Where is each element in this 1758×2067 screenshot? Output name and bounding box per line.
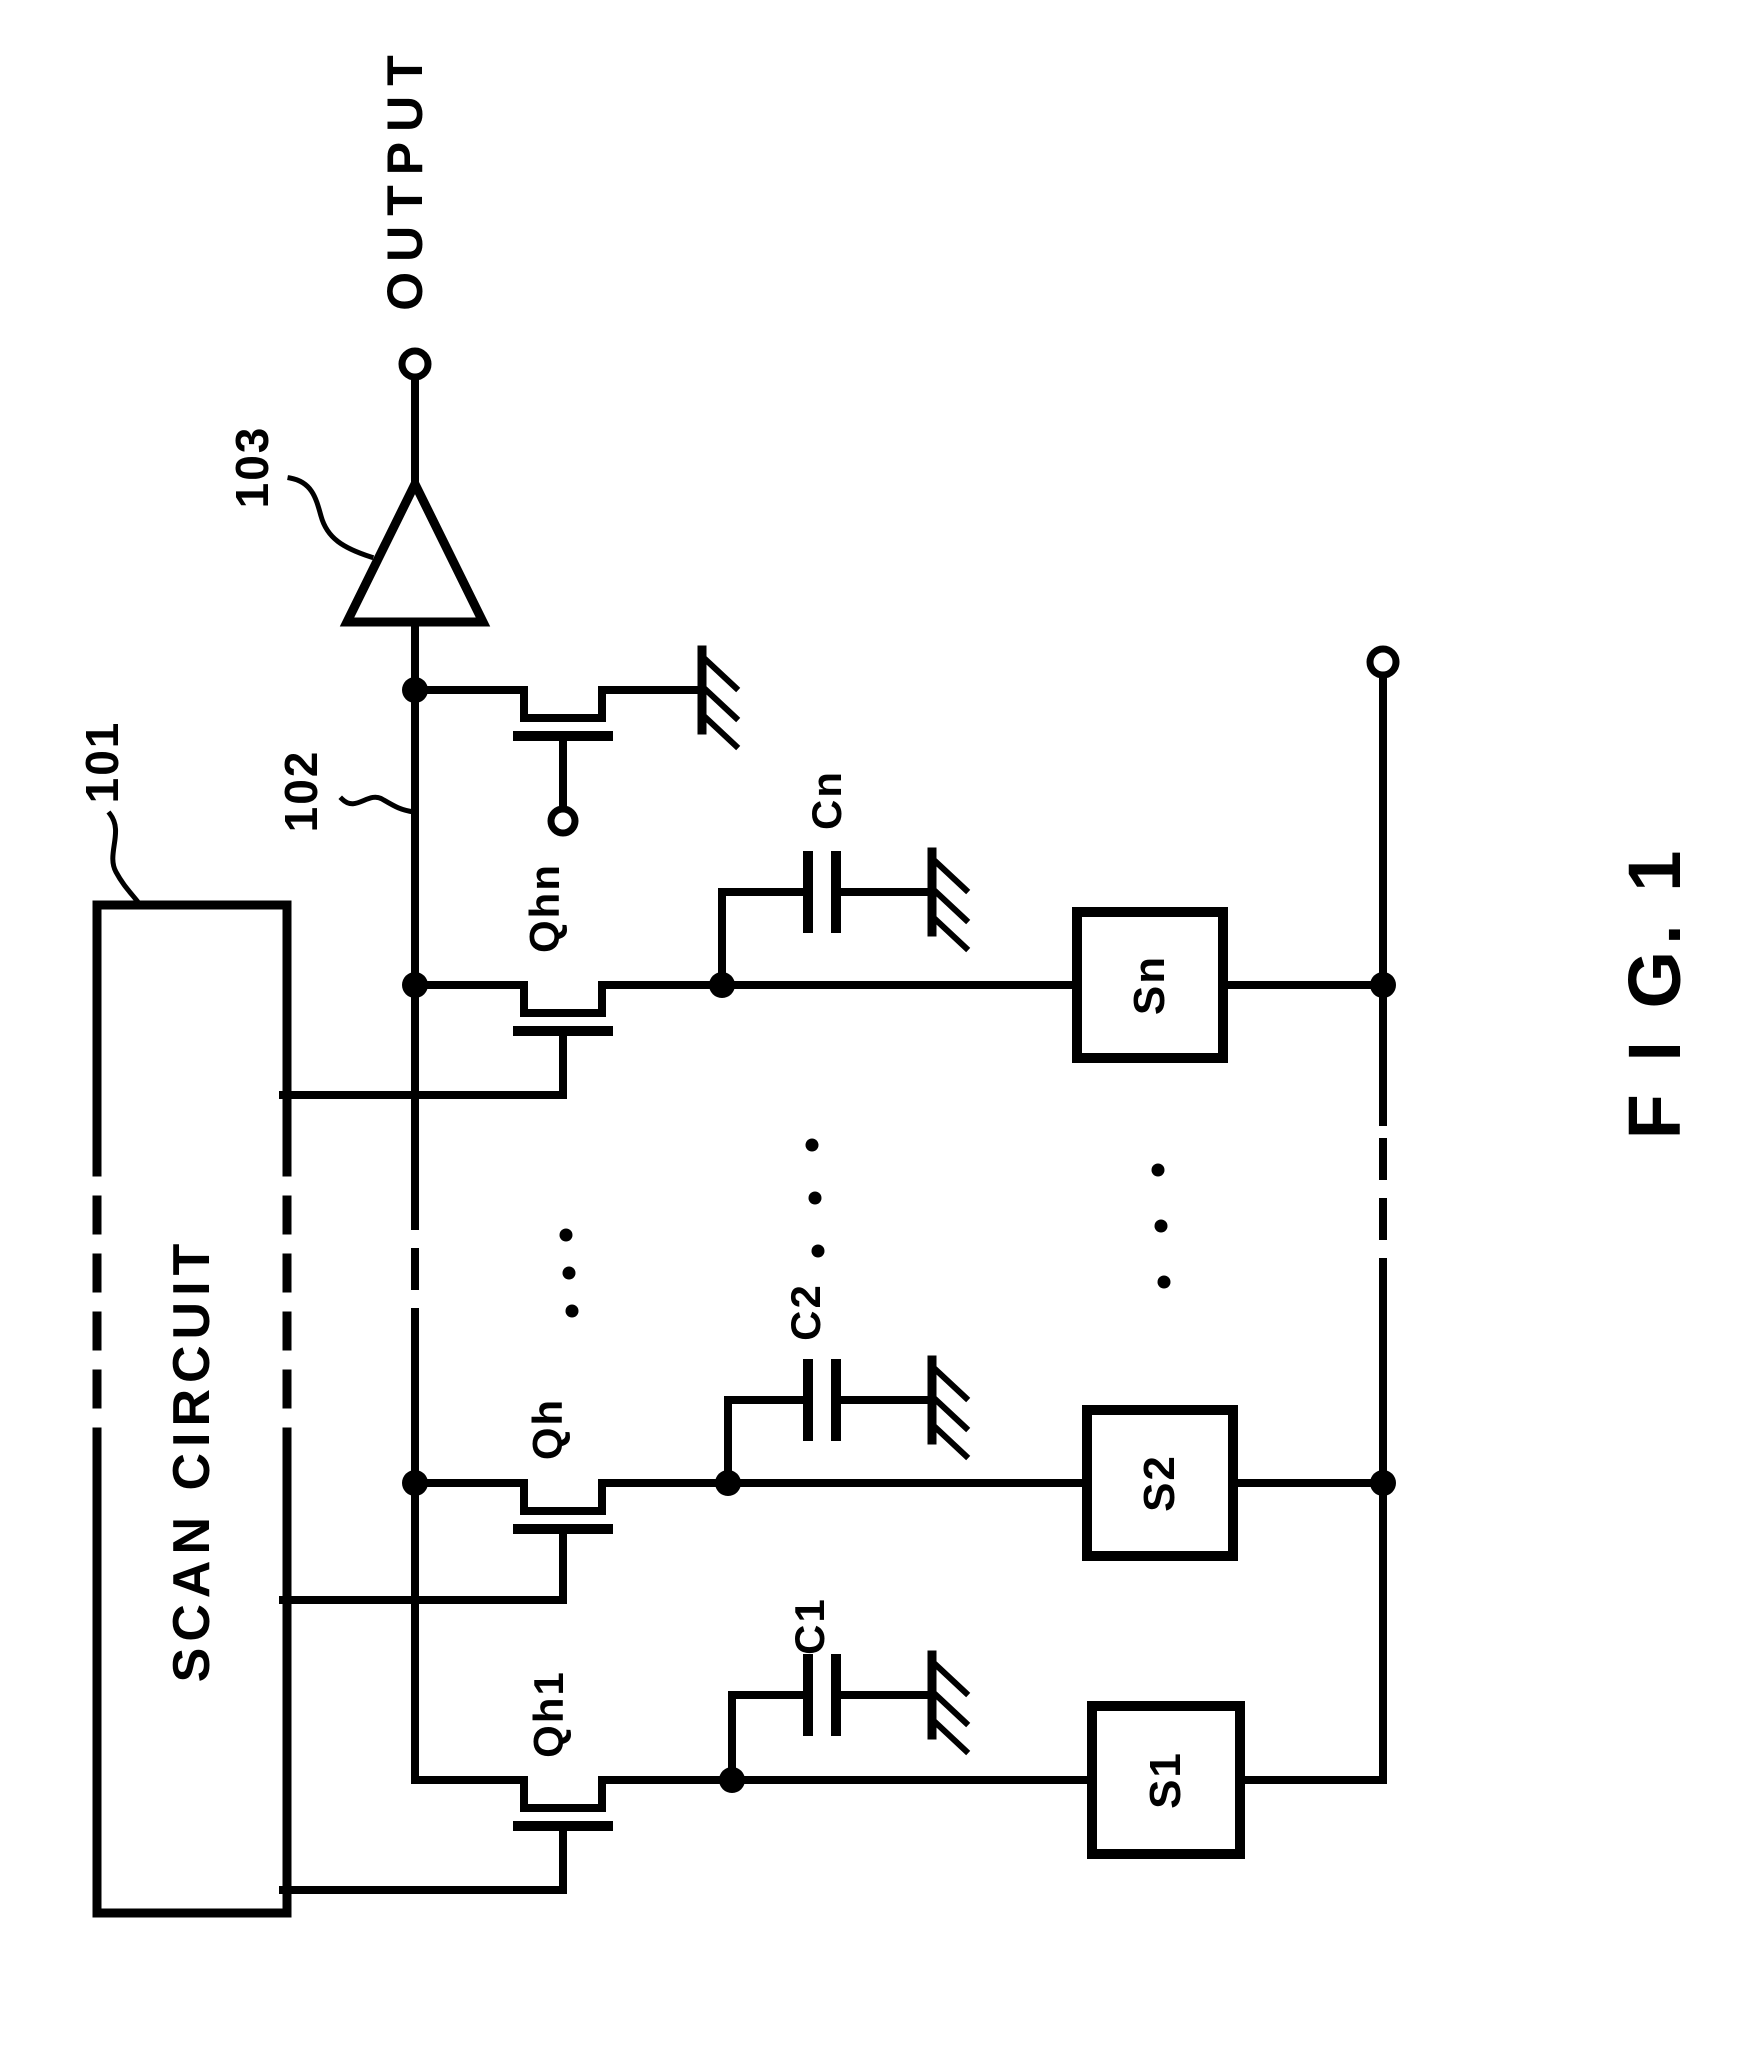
sensor-common-line <box>1236 645 1400 1784</box>
leader-103 <box>287 475 375 561</box>
transistor-label-qh: Qh <box>524 1397 571 1461</box>
capacitor-label-c1: C1 <box>786 1597 833 1655</box>
junction-dots <box>402 677 1396 1793</box>
ground-icon-c2 <box>927 1355 971 1461</box>
capacitor-label-c2: C2 <box>782 1283 829 1341</box>
ref-numeral-101: 101 <box>76 720 128 804</box>
sensor-label-s2: S2 <box>1135 1454 1184 1512</box>
sensor-box-s2 <box>1082 1405 1238 1561</box>
transistor-label-qhn: Qhn <box>521 863 568 953</box>
transistor-label-qh1: Qh1 <box>525 1670 572 1758</box>
reset-transistor-symbol <box>411 686 704 837</box>
ellipsis-dots <box>559 1138 1171 1318</box>
leader-102 <box>338 794 417 815</box>
row-n-wiring <box>279 851 1387 1099</box>
ground-icon-cn <box>927 847 971 953</box>
figure-caption: F I G. 1 <box>1613 844 1696 1140</box>
output-terminal-label: OUTPUT <box>377 45 433 311</box>
sensor-label-sn: Sn <box>1125 954 1174 1016</box>
amplifier-symbol <box>339 473 491 696</box>
sensor-label-s1: S1 <box>1141 1751 1190 1809</box>
ground-icon-reset <box>697 645 741 751</box>
ref-numeral-102: 102 <box>275 749 327 833</box>
scan-circuit-label: SCAN CIRCUIT <box>163 1237 221 1683</box>
output-terminal-icon <box>398 347 432 490</box>
scan-circuit-box <box>92 900 292 1918</box>
leader-101 <box>106 810 142 906</box>
sensor-box-sn <box>1072 907 1228 1063</box>
capacitor-label-cn: Cn <box>803 770 850 830</box>
ref-numeral-103: 103 <box>226 425 278 509</box>
ground-icon-c1 <box>927 1650 971 1756</box>
row-2-wiring <box>279 1359 1387 1604</box>
